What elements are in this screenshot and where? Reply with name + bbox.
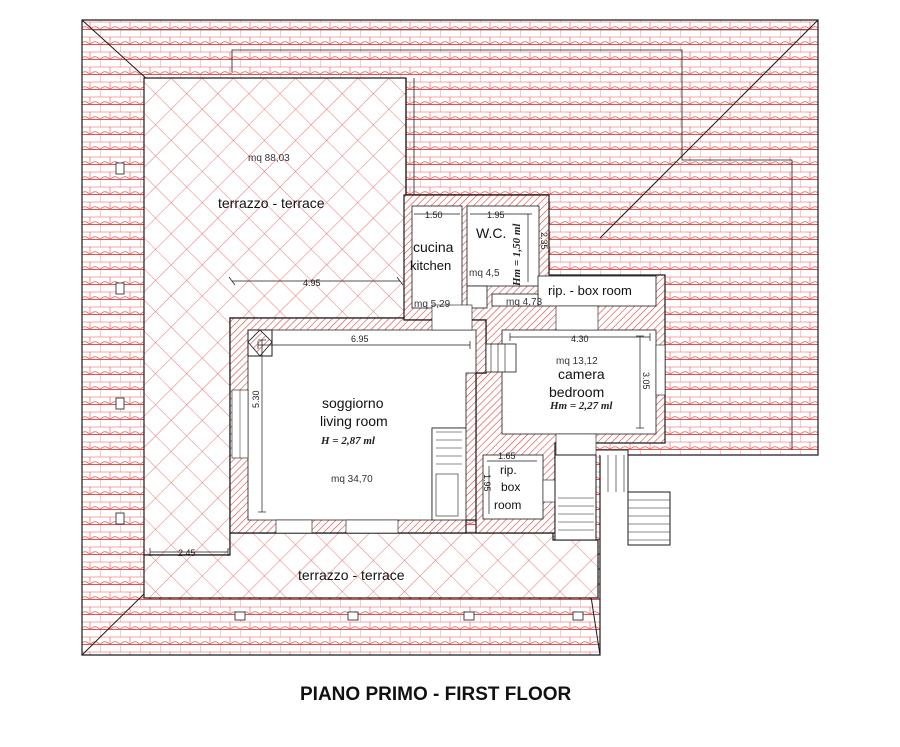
wc-name: W.C. <box>476 225 506 241</box>
dim-bedroom-width: 4.30 <box>571 334 589 344</box>
plan-title: PIANO PRIMO - FIRST FLOOR <box>300 684 572 705</box>
wc-area: mq 4,5 <box>469 268 500 279</box>
dim-box-depth: 1.95 <box>482 474 492 492</box>
box-room-top-area: mq 4,73 <box>506 297 543 308</box>
kitchen-name-it: cucina <box>413 239 454 255</box>
bedroom-name-it: camera <box>558 366 605 382</box>
terrace-bottom <box>143 532 599 599</box>
dim-living-width: 6.95 <box>351 334 369 344</box>
dim-bedroom-depth: 3.05 <box>641 372 651 390</box>
living-height: H = 2,87 ml <box>320 435 376 447</box>
dimension-lines <box>149 213 651 556</box>
living-name-en: living room <box>320 413 388 429</box>
bedroom-name-en: bedroom <box>549 384 604 400</box>
room-interiors <box>247 205 657 521</box>
kitchen-name-en: kitchen <box>410 258 451 273</box>
dim-kitchen-width: 1.50 <box>425 210 443 220</box>
living-name-it: soggiorno <box>322 395 384 411</box>
external-stair <box>554 449 671 546</box>
dim-box-width: 1.65 <box>498 451 516 461</box>
box-room-small-line3: room <box>494 498 521 512</box>
bedroom-height: Hm = 2,27 ml <box>549 400 613 412</box>
dim-wc-depth: 2.35 <box>539 232 549 250</box>
kitchen-area: mq 5,29 <box>414 299 451 310</box>
labels: mq 88,03 terrazzo - terrace 4.95 1.50 1.… <box>178 153 651 705</box>
terrace-top-area: mq 88,03 <box>248 153 290 164</box>
dim-wc-width: 1.95 <box>487 210 505 220</box>
terrace-top-name: terrazzo - terrace <box>218 195 325 211</box>
living-area: mq 34,70 <box>331 474 373 485</box>
openings <box>231 304 666 534</box>
box-room-small-line1: rip. <box>500 463 517 477</box>
terrace-bottom-name: terrazzo - terrace <box>298 567 405 583</box>
dim-terrace-width: 4.95 <box>303 278 321 288</box>
bedroom-area: mq 13,12 <box>556 356 598 367</box>
dim-living-depth: 5.30 <box>251 390 261 408</box>
box-room-top-name: rip. - box room <box>548 283 632 298</box>
dim-terrace-bottom-width: 2.45 <box>178 548 196 558</box>
wc-height: Hm = 1,50 ml <box>511 223 523 287</box>
box-room-small-line2: box <box>501 480 520 494</box>
